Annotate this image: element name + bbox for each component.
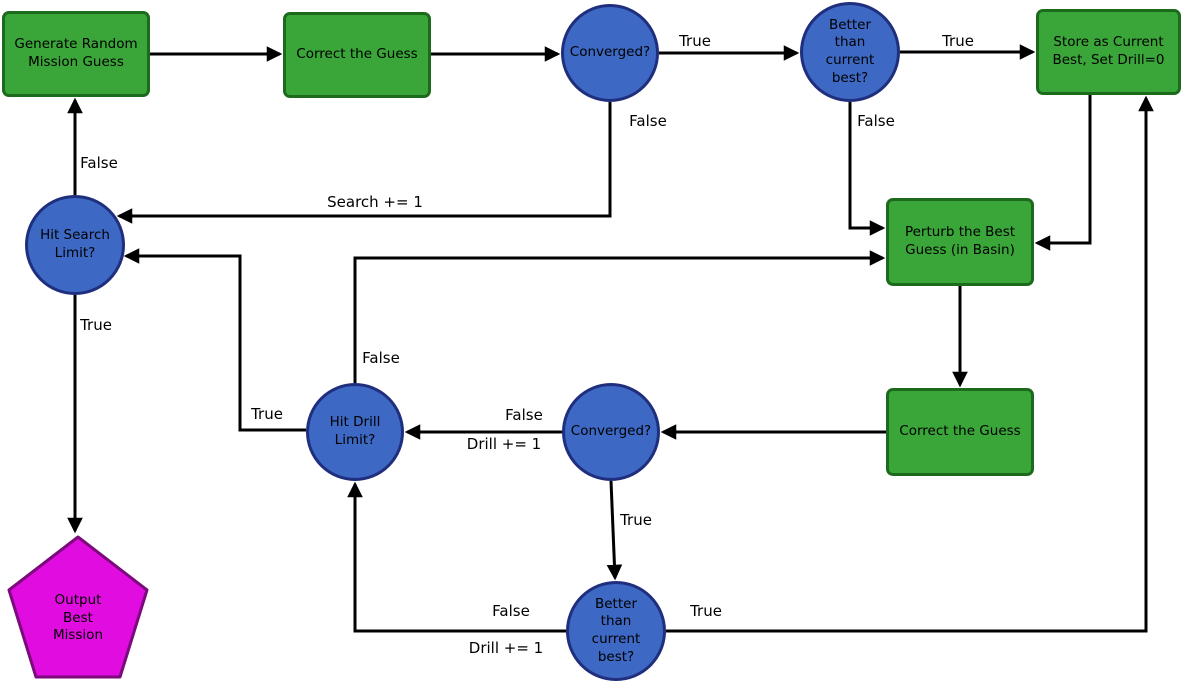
edge-drill-limit-false-to-perturb [353, 250, 886, 383]
pentagon-shape [7, 535, 149, 679]
node-better-than-best-2-label: Better than current best? [591, 595, 641, 665]
node-correct-guess-2: Correct the Guess [886, 388, 1034, 476]
node-output-best-mission-label: Output Best Mission [52, 592, 104, 644]
node-output-best-mission: Output Best Mission [6, 534, 150, 681]
node-converged-2: Converged? [562, 383, 660, 481]
edge-label-converged1-true: True [679, 32, 711, 50]
node-better-than-best-1-label: Better than current best? [825, 16, 875, 86]
edge-better2-false-to-drill-limit [347, 481, 566, 633]
node-generate-random-guess-label: Generate Random Mission Guess [14, 36, 138, 70]
edge-drill-limit-true-to-search-limit [123, 248, 306, 432]
edge-label-drill-increment-1: Drill += 1 [466, 435, 542, 453]
edge-better2-true-to-store [666, 95, 1154, 633]
edge-label-search-limit-true: True [80, 316, 112, 334]
node-hit-search-limit: Hit Search Limit? [25, 195, 125, 295]
edge-converged1-false-to-search-limit [116, 102, 612, 224]
node-converged-2-label: Converged? [570, 423, 652, 440]
edge-label-better2-true: True [690, 602, 722, 620]
node-correct-guess-2-label: Correct the Guess [899, 423, 1021, 440]
node-hit-drill-limit: Hit Drill Limit? [306, 383, 404, 481]
edge-label-converged1-false: False [629, 112, 667, 130]
node-converged-1: Converged? [561, 4, 659, 102]
node-store-current-best: Store as Current Best, Set Drill=0 [1036, 9, 1181, 95]
node-better-than-best-2: Better than current best? [566, 581, 666, 681]
edge-label-drill-increment-2: Drill += 1 [468, 639, 544, 657]
node-better-than-best-1: Better than current best? [800, 2, 900, 102]
edge-label-better1-true: True [942, 32, 974, 50]
node-converged-1-label: Converged? [569, 44, 651, 61]
edge-label-search-limit-false: False [80, 154, 118, 172]
edge-label-better1-false: False [857, 112, 895, 130]
edge-label-drill-limit-false: False [362, 349, 400, 367]
edge-label-converged2-true: True [620, 511, 652, 529]
node-generate-random-guess: Generate Random Mission Guess [2, 11, 150, 97]
node-hit-search-limit-label: Hit Search Limit? [40, 227, 110, 261]
node-correct-guess-1-label: Correct the Guess [296, 46, 418, 63]
edge-label-search-increment: Search += 1 [327, 193, 423, 211]
edge-label-better2-false: False [492, 602, 530, 620]
edge-label-converged2-false: False [505, 406, 543, 424]
edge-converged2-true-to-better2 [606, 480, 623, 581]
node-hit-drill-limit-label: Hit Drill Limit? [329, 414, 381, 448]
node-correct-guess-1: Correct the Guess [283, 12, 431, 98]
edge-label-drill-limit-true: True [251, 405, 283, 423]
node-perturb-best-guess: Perturb the Best Guess (in Basin) [886, 198, 1034, 286]
edge-store-to-perturb [1034, 95, 1092, 251]
edge-better1-false-to-perturb [848, 102, 886, 236]
node-perturb-best-guess-label: Perturb the Best Guess (in Basin) [904, 224, 1016, 258]
node-store-current-best-label: Store as Current Best, Set Drill=0 [1052, 34, 1165, 68]
